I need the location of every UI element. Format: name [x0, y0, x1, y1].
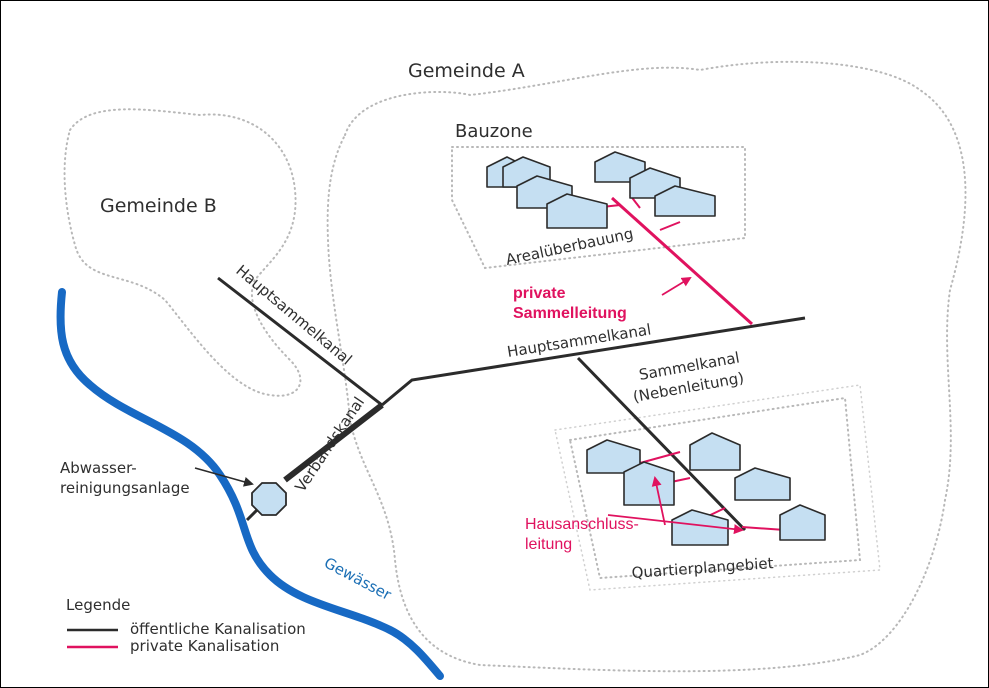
house — [654, 185, 716, 217]
gemeinde-b-boundary — [63, 108, 302, 397]
house — [623, 461, 675, 506]
hauptsammelkanal-main — [381, 316, 806, 407]
house — [586, 439, 641, 474]
label-abwasser-1: Abwasser- — [60, 459, 137, 477]
house — [671, 509, 729, 546]
hauptsammelkanal-diagonal — [217, 276, 383, 407]
label-gemeinde-a: Gemeinde A — [408, 60, 525, 82]
abwasser-arrow — [194, 467, 254, 487]
verbandskanal-line — [283, 402, 384, 483]
legend-title: Legende — [66, 596, 130, 614]
river — [56, 288, 444, 680]
label-hauptsammelkanal-diag: Hauptsammelkanal — [232, 261, 355, 368]
legend: Legende öffentliche Kanalisation private… — [66, 596, 306, 655]
house — [689, 432, 741, 471]
house — [734, 467, 791, 501]
hausanschluss-arrow-up — [651, 476, 666, 526]
label-arealueberbauung: Arealüberbauung — [504, 224, 635, 269]
quartierplangebiet-boundary — [568, 396, 862, 580]
label-gemeinde-b: Gemeinde B — [100, 195, 217, 217]
abwasserreinigungsanlage-icon — [251, 482, 287, 516]
quartier-outer-boundary — [554, 384, 881, 591]
house — [546, 193, 608, 229]
gemeinde-a-boundary — [326, 60, 967, 673]
label-quartierplangebiet: Quartierplangebiet — [631, 554, 774, 582]
hausanschluss-arrow-right — [607, 514, 744, 535]
sammelkanal-line — [576, 356, 747, 532]
hausanschluss-branch-1 — [639, 451, 681, 464]
label-private-2: Sammelleitung — [513, 305, 627, 322]
label-hausanschluss-1: Hausanschluss- — [525, 516, 639, 533]
label-gewaesser: Gewässer — [321, 554, 395, 605]
house — [779, 504, 826, 541]
label-bauzone: Bauzone — [455, 121, 533, 142]
private-branch-3 — [659, 221, 681, 231]
hausanschluss-branch-4 — [741, 526, 786, 531]
bauzone-boundary — [451, 146, 746, 270]
private-sammelleitung-line — [610, 196, 754, 326]
label-abwasser-2: reinigungsanlage — [60, 479, 190, 497]
label-hausanschluss-2: leitung — [525, 536, 572, 553]
legend-public-label: öffentliche Kanalisation — [130, 620, 306, 638]
legend-private-label: private Kanalisation — [130, 637, 279, 655]
private-sammelleitung-arrow — [661, 276, 692, 296]
label-private-1: private — [513, 285, 566, 302]
